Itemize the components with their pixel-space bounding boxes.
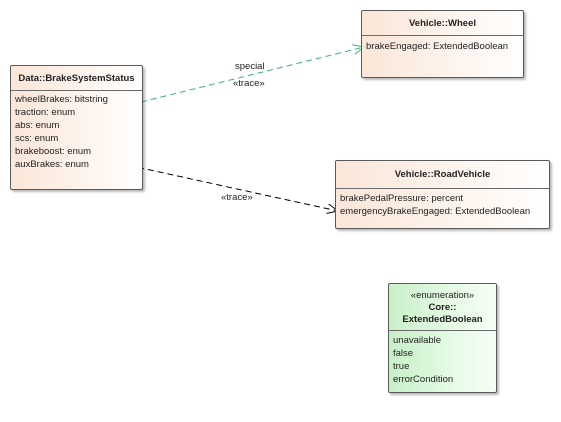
attribute-list: brakePedalPressure: percent emergencyBra… — [336, 189, 549, 218]
class-brake-system-status[interactable]: Data::BrakeSystemStatus wheelBrakes: bit… — [10, 65, 143, 190]
attribute[interactable]: abs: enum — [15, 120, 60, 131]
trace-connector-road-vehicle[interactable] — [129, 161, 345, 216]
literal-list: unavailable false true errorCondition — [389, 331, 496, 386]
enum-literal[interactable]: unavailable — [393, 335, 442, 346]
attribute[interactable]: emergencyBrakeEngaged: ExtendedBoolean — [340, 206, 531, 217]
attribute[interactable]: scs: enum — [15, 133, 59, 144]
connector-label-stereotype: «trace» — [233, 78, 265, 89]
class-title-line: ExtendedBoolean — [402, 314, 483, 325]
connector-label-name: special — [235, 61, 265, 72]
connector-label-stereotype: «trace» — [221, 192, 253, 203]
class-title: Vehicle::RoadVehicle — [336, 161, 549, 189]
class-title: Vehicle::Wheel — [362, 11, 523, 36]
attribute-list: brakeEngaged: ExtendedBoolean — [362, 36, 523, 53]
stereotype-label: «enumeration» — [410, 290, 475, 301]
class-wheel[interactable]: Vehicle::Wheel brakeEngaged: ExtendedBoo… — [361, 10, 524, 78]
attribute[interactable]: brakeEngaged: ExtendedBoolean — [366, 41, 509, 52]
attribute[interactable]: brakePedalPressure: percent — [340, 193, 464, 204]
class-title: Data::BrakeSystemStatus — [11, 66, 142, 91]
attribute[interactable]: traction: enum — [15, 107, 76, 118]
enum-literal[interactable]: true — [393, 361, 410, 372]
trace-connector-wheel[interactable] — [129, 41, 371, 108]
class-title-line: Core:: — [428, 302, 457, 313]
attribute[interactable]: brakeboost: enum — [15, 146, 92, 157]
enumeration-extended-boolean[interactable]: «enumeration» Core:: ExtendedBoolean una… — [388, 283, 497, 393]
enumeration-header: «enumeration» Core:: ExtendedBoolean — [389, 284, 496, 331]
class-road-vehicle[interactable]: Vehicle::RoadVehicle brakePedalPressure:… — [335, 160, 550, 229]
enum-literal[interactable]: errorCondition — [393, 374, 454, 385]
attribute[interactable]: auxBrakes: enum — [15, 159, 89, 170]
attribute-list: wheelBrakes: bitstring traction: enum ab… — [11, 91, 142, 171]
attribute[interactable]: wheelBrakes: bitstring — [15, 94, 108, 105]
enum-literal[interactable]: false — [393, 348, 414, 359]
